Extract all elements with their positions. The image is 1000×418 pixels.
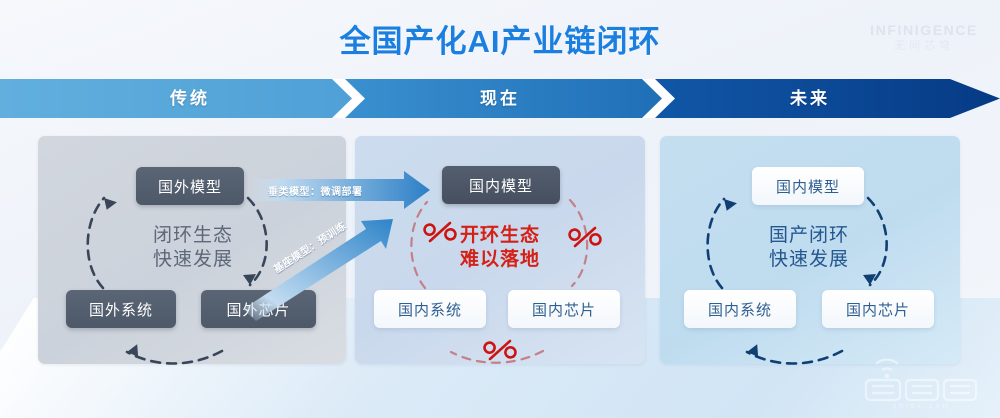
node-label: 国外模型: [157, 178, 222, 196]
node-past-chip[interactable]: 国外芯片: [201, 290, 316, 328]
node-label: 国内系统: [707, 301, 772, 319]
caption-line-1: 开环生态: [459, 225, 540, 246]
node-future-system[interactable]: 国内系统: [684, 290, 796, 328]
node-label: 国内模型: [775, 178, 840, 196]
page-title: 全国产化AI产业链闭环: [339, 24, 661, 59]
phase-label-past: 传统: [170, 89, 210, 108]
node-future-model[interactable]: 国内模型: [752, 167, 864, 205]
caption-line-2: 快速发展: [768, 248, 849, 270]
brand-logo: INFINIGENCE 无问芯穹: [870, 22, 978, 53]
phase-label-future: 未来: [790, 89, 830, 108]
caption-future: 国产闭环 快速发展: [738, 224, 880, 272]
node-label: 国内芯片: [845, 301, 910, 319]
node-label: 国内系统: [397, 301, 462, 319]
node-future-chip[interactable]: 国内芯片: [822, 290, 934, 328]
node-now-chip[interactable]: 国内芯片: [508, 290, 620, 328]
flow-label-top: 垂类模型：微调部署: [268, 187, 363, 198]
caption-line-2: 难以落地: [459, 248, 540, 270]
banner-segment-past: [0, 79, 380, 118]
caption-line-2: 快速发展: [152, 248, 233, 270]
banner-chevron-1-icon: [332, 79, 365, 118]
banner-segment-now: [345, 79, 690, 118]
caption-line-1: 闭环生态: [152, 225, 233, 246]
node-label: 国外芯片: [226, 301, 291, 319]
node-label: 国外系统: [88, 301, 153, 319]
node-label: 国内模型: [468, 177, 533, 195]
node-past-model[interactable]: 国外模型: [136, 167, 244, 205]
caption-past: 闭环生态 快速发展: [118, 224, 268, 272]
brand-logo-name: INFINIGENCE: [870, 22, 978, 38]
caption-now: 开环生态 难以落地: [435, 224, 565, 272]
caption-line-1: 国产闭环: [768, 225, 849, 246]
phase-label-now: 现在: [480, 89, 520, 108]
banner-chevron-2-icon: [642, 79, 675, 118]
node-now-model[interactable]: 国内模型: [442, 166, 560, 204]
node-now-system[interactable]: 国内系统: [374, 290, 486, 328]
phase-banner: [0, 79, 1000, 118]
brand-logo-name-cn: 无问芯穹: [894, 40, 955, 53]
node-label: 国内芯片: [531, 301, 596, 319]
node-past-system[interactable]: 国外系统: [66, 290, 176, 328]
banner-segment-future: [655, 79, 1000, 118]
